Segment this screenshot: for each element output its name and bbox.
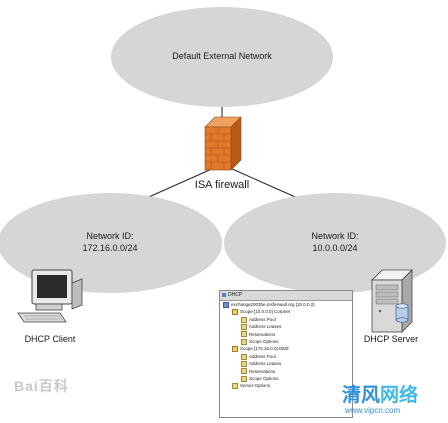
- item-icon: [241, 353, 247, 360]
- tree-node-label: Address Pool: [249, 316, 276, 322]
- tree-leaf-node[interactable]: Scope Options: [220, 375, 352, 382]
- tree-node-label: Scope [172.16.0.0] DMZ: [240, 346, 289, 352]
- item-icon: [241, 360, 247, 367]
- dhcp-console-window: DHCP exchange2003be.msfirewall.org [10.0…: [219, 290, 353, 418]
- qingfeng-watermark-part2: 网络: [380, 385, 419, 406]
- tree-scope-node[interactable]: Scope [172.16.0.0] DMZ: [220, 345, 352, 353]
- right-network-subnet: 10.0.0.0/24: [312, 243, 358, 253]
- qingfeng-watermark-part1: 清风: [342, 385, 381, 406]
- item-icon: [241, 323, 247, 330]
- tree-node-label: Address Leases: [249, 324, 282, 330]
- database-disk-icon: [395, 303, 409, 323]
- link-firewall-left: [141, 167, 215, 201]
- firewall-brick-icon: [204, 116, 242, 171]
- tree-node-label: exchange2003be.msfirewall.org [10.0.0.2]: [231, 302, 315, 307]
- dhcp-console-title: DHCP: [228, 292, 243, 298]
- tree-leaf-node[interactable]: Address Pool: [220, 353, 352, 360]
- dhcp-console-titlebar: DHCP: [220, 291, 352, 301]
- link-firewall-right: [229, 167, 303, 201]
- item-icon: [241, 338, 247, 345]
- item-icon: [241, 331, 247, 338]
- desktop-computer-icon: [17, 269, 83, 323]
- left-network-subnet: 172.16.0.0/24: [82, 243, 138, 253]
- tree-leaf-node[interactable]: Address Leases: [220, 360, 352, 367]
- tree-leaf-node[interactable]: Reservations: [220, 331, 352, 338]
- dhcp-server-label: DHCP Server: [363, 334, 419, 344]
- tree-node-label: Address Pool: [249, 353, 276, 359]
- right-network-cloud: [224, 193, 446, 293]
- tree-node-label: Server Options: [240, 383, 271, 389]
- folder-icon: [232, 346, 238, 353]
- dhcp-app-icon: [222, 293, 226, 297]
- watermark-url: www.vipcn.com: [345, 406, 401, 415]
- folder-icon: [232, 309, 238, 316]
- item-icon: [232, 383, 238, 390]
- tree-leaf-node[interactable]: Scope Options: [220, 338, 352, 345]
- item-icon: [241, 368, 247, 375]
- server-icon: [223, 301, 229, 308]
- tree-scope-node[interactable]: Scope [10.0.0.0] Corpnet: [220, 308, 352, 316]
- tree-node-label: Reservations: [249, 368, 276, 374]
- dhcp-client-label: DHCP Client: [24, 334, 76, 344]
- tree-leaf-node[interactable]: Reservations: [220, 368, 352, 375]
- left-network-cloud: [0, 193, 222, 293]
- baidu-watermark: Bai百科: [14, 378, 69, 394]
- item-icon: [241, 375, 247, 382]
- dhcp-tree: exchange2003be.msfirewall.org [10.0.0.2]…: [220, 301, 352, 390]
- firewall-label: ISA firewall: [194, 179, 250, 191]
- tree-node-label: Reservations: [249, 331, 276, 337]
- tree-leaf-node[interactable]: Address Pool: [220, 316, 352, 323]
- qingfeng-watermark: 清风网络: [342, 380, 418, 407]
- tree-node-label: Scope [10.0.0.0] Corpnet: [240, 309, 291, 315]
- tree-node-label: Scope Options: [249, 375, 279, 381]
- left-network-id-label: Network ID:: [86, 231, 134, 241]
- tree-node-label: Address Leases: [249, 361, 282, 367]
- tree-leaf-node[interactable]: Address Leases: [220, 323, 352, 330]
- external-network-label: Default External Network: [172, 51, 272, 61]
- tree-leaf-node[interactable]: Server Options: [220, 382, 352, 390]
- tree-node-label: Scope Options: [249, 338, 279, 344]
- server-tower-icon: [371, 269, 413, 333]
- right-network-id-label: Network ID:: [311, 231, 359, 241]
- external-network-cloud: [111, 7, 333, 107]
- item-icon: [241, 316, 247, 323]
- tree-server-node[interactable]: exchange2003be.msfirewall.org [10.0.0.2]: [220, 301, 352, 308]
